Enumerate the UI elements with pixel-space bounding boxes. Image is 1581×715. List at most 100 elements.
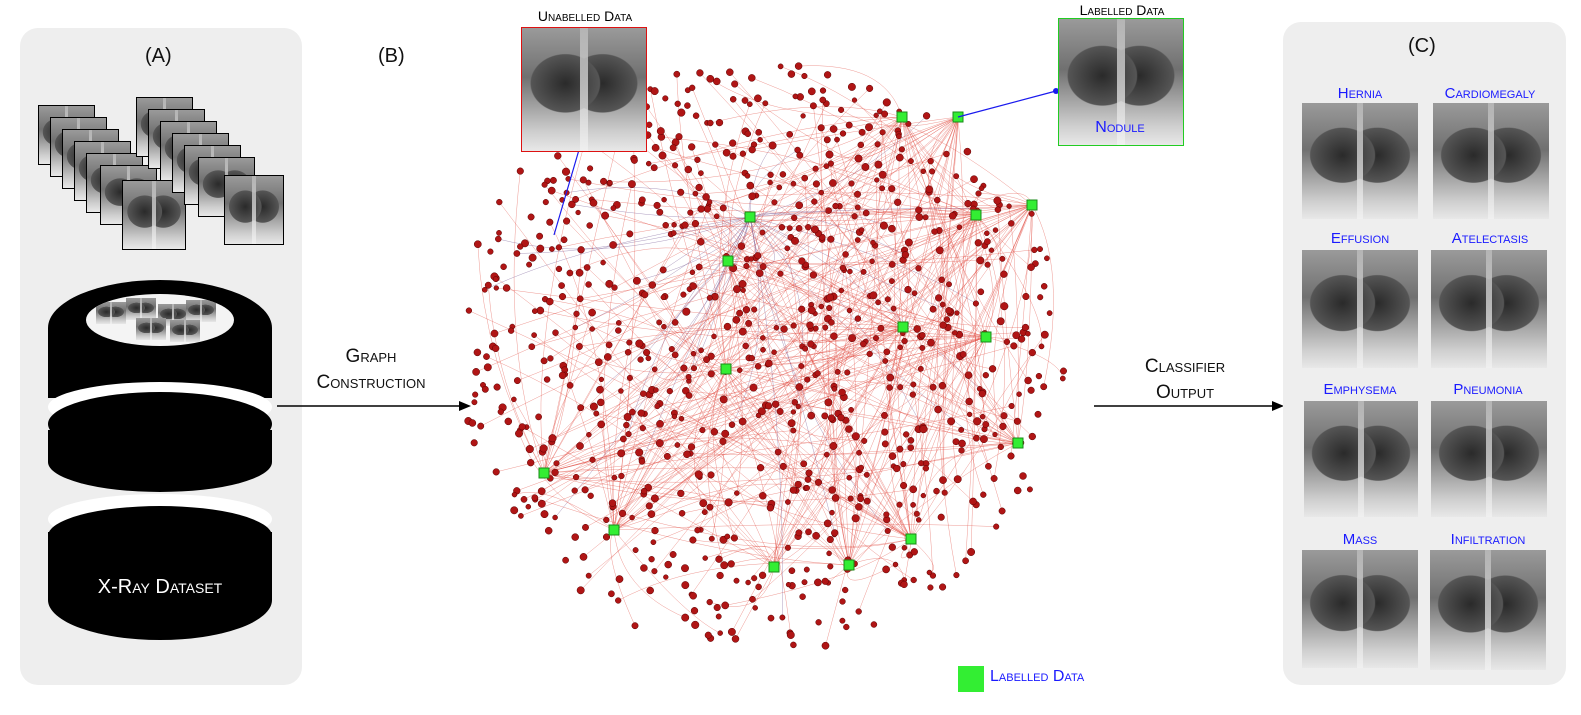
graph-node xyxy=(1031,246,1038,254)
graph-edge xyxy=(751,326,904,359)
graph-node xyxy=(879,185,886,192)
graph-node xyxy=(635,339,644,348)
graph-node xyxy=(826,304,833,312)
graph-node xyxy=(794,480,802,489)
graph-node xyxy=(746,181,755,190)
graph-node xyxy=(754,94,762,103)
graph-node xyxy=(755,583,762,591)
graph-node xyxy=(779,171,787,178)
graph-node xyxy=(691,620,700,629)
graph-edge xyxy=(688,260,729,396)
graph-edge xyxy=(833,128,904,328)
panel-c-label: (C) xyxy=(1408,35,1436,57)
graph-node xyxy=(1028,348,1036,357)
inset-link xyxy=(957,90,1057,118)
graph-edge xyxy=(613,271,864,531)
graph-node xyxy=(882,565,890,574)
graph-edge xyxy=(799,154,977,216)
graph-node xyxy=(661,196,667,203)
graph-node xyxy=(640,487,648,495)
graph-edge xyxy=(1017,213,1032,444)
graph-edge xyxy=(563,365,615,531)
graph-node xyxy=(952,438,960,446)
graph-node xyxy=(818,189,825,196)
graph-edge xyxy=(692,538,912,549)
graph-edge xyxy=(923,442,1019,496)
graph-node xyxy=(579,553,588,561)
graph-edge xyxy=(876,115,1033,206)
graph-edge xyxy=(583,204,1033,558)
graph-node xyxy=(799,593,806,600)
graph-node xyxy=(694,156,701,163)
graph-node xyxy=(609,241,617,249)
graph-node xyxy=(717,630,723,636)
graph-node xyxy=(920,492,926,499)
graph-node xyxy=(973,417,982,426)
graph-node xyxy=(587,492,594,499)
graph-node xyxy=(697,238,705,246)
graph-node xyxy=(531,308,538,314)
graph-node xyxy=(583,264,591,271)
graph-edge xyxy=(805,266,987,338)
graph-node xyxy=(795,225,803,232)
graph-node xyxy=(531,332,537,338)
graph-node xyxy=(1035,372,1043,380)
graph-node xyxy=(838,388,846,397)
graph-node xyxy=(605,341,613,349)
graph-node xyxy=(730,534,738,542)
graph-node xyxy=(537,487,546,496)
graph-edge xyxy=(840,109,959,127)
graph-node xyxy=(1000,412,1008,420)
graph-node xyxy=(929,305,937,313)
graph-node xyxy=(771,199,778,206)
graph-node xyxy=(776,408,784,415)
graph-node xyxy=(795,403,801,410)
graph-node xyxy=(756,464,765,472)
graph-node xyxy=(517,243,524,250)
graph-node xyxy=(699,427,706,434)
graph-edge xyxy=(725,368,914,581)
graph-node xyxy=(492,276,499,282)
graph-edge xyxy=(583,179,775,568)
graph-node xyxy=(812,531,820,540)
graph-node xyxy=(990,475,998,482)
graph-node xyxy=(999,255,1006,262)
graph-node xyxy=(861,437,868,444)
graph-node xyxy=(710,428,719,436)
graph-node xyxy=(1010,342,1018,350)
graph-node xyxy=(823,519,832,528)
graph-node xyxy=(694,470,703,479)
graph-node xyxy=(1026,486,1033,493)
graph-node xyxy=(631,622,639,630)
graph-node xyxy=(827,414,836,422)
graph-node xyxy=(733,285,741,294)
graph-node xyxy=(804,484,810,491)
graph-node xyxy=(715,613,722,620)
graph-node xyxy=(610,205,617,211)
graph-node xyxy=(669,144,677,152)
graph-node xyxy=(581,486,589,494)
graph-edge xyxy=(622,513,912,548)
graph-node xyxy=(873,112,879,118)
graph-node xyxy=(888,185,896,193)
graph-node xyxy=(630,156,638,164)
graph-node xyxy=(982,421,990,428)
graph-node xyxy=(507,327,515,334)
graph-node xyxy=(1013,417,1021,425)
graph-node xyxy=(511,491,518,498)
graph-node xyxy=(502,284,511,292)
graph-node xyxy=(687,209,694,216)
graph-node xyxy=(776,184,783,191)
graph-node xyxy=(800,460,808,468)
graph-node xyxy=(736,309,744,317)
graph-edge xyxy=(727,260,974,502)
graph-node xyxy=(511,396,517,403)
graph-node xyxy=(984,261,991,268)
graph-node xyxy=(571,533,579,541)
graph-node xyxy=(888,543,896,551)
graph-node xyxy=(1019,472,1027,480)
graph-edge xyxy=(647,134,1019,444)
graph-node xyxy=(493,383,501,391)
graph-node xyxy=(594,358,603,367)
graph-edge xyxy=(976,204,1033,422)
